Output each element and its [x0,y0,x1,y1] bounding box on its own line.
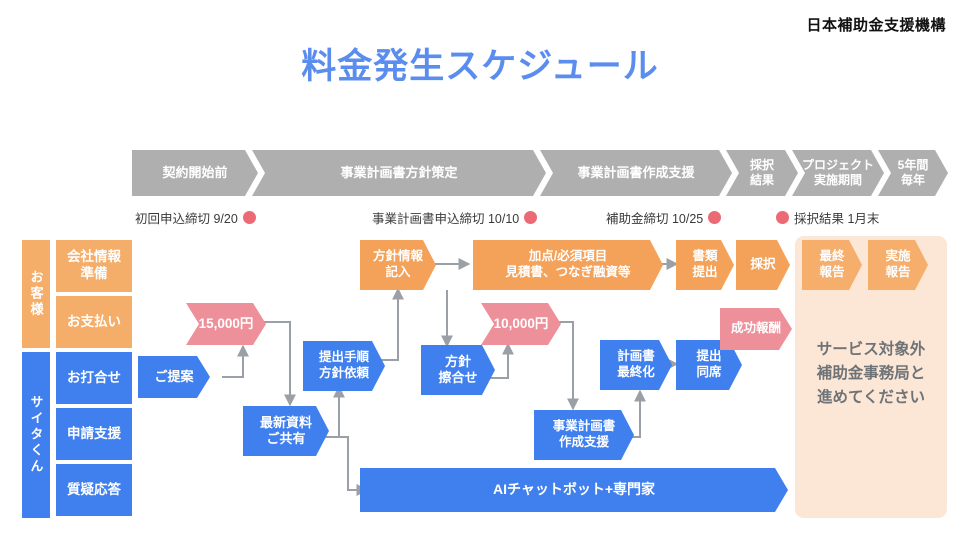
node-fee-15000[interactable]: 15,000円 [186,303,266,345]
node-label: 成功報酬 [730,321,781,336]
node-label: 15,000円 [198,315,254,331]
node-label: AIチャットボット+専門家 [492,481,656,498]
node-label-line1: 書類 [692,249,718,264]
milestone-label: 初回申込締切 9/20 [135,212,238,226]
phase-bar-plan-policy: 事業計画書方針策定 [252,150,546,196]
node-plan-creation-support[interactable]: 事業計画書 作成支援 [534,410,634,460]
milestone-label: 採択結果 1月末 [794,212,880,226]
node-label-line1: 計画書 [617,349,655,364]
node-label: ご提案 [154,368,194,384]
brand-logo: 日本補助金支援機構 [806,17,946,34]
lane-task-line1: お打合せ [67,369,121,385]
phase-bar-adoption-result: 採択 結果 [726,150,798,196]
lane-label-text: サイタくん [28,395,44,475]
phase-bar-contract-pre: 契約開始前 [132,150,258,196]
outside-scope-note: サービス対象外 補助金事務局と 進めてください [795,338,947,410]
node-adopted[interactable]: 採択 [736,240,790,290]
milestone-plan-application: 事業計画書申込締切 10/10 [372,208,538,227]
node-submission-procedure[interactable]: 提出手順 方針依頼 [303,341,385,391]
node-plan-finalization[interactable]: 計画書 最終化 [600,340,672,390]
lane-label-customer: お客様 [22,240,50,348]
lane-task-line1: お支払い [67,313,121,329]
node-latest-documents[interactable]: 最新資料 ご共有 [243,406,329,456]
milestone-label: 事業計画書申込締切 10/10 [372,212,520,226]
node-label-line1: 方針情報 [372,249,423,264]
node-label-line1: 加点/必須項目 [528,249,608,264]
phase-label-line2: 実施期間 [813,173,862,187]
node-policy-alignment[interactable]: 方針 擦合せ [421,345,495,395]
milestone-subsidy-deadline: 補助金締切 10/25 [606,208,722,227]
node-ai-chatbot-expert[interactable]: AIチャットボット+専門家 [360,468,788,512]
node-proposal[interactable]: ご提案 [138,356,210,398]
node-implementation-report[interactable]: 実施 報告 [868,240,928,290]
node-final-report[interactable]: 最終 報告 [802,240,862,290]
phase-label: 事業計画書方針策定 [340,164,458,180]
milestone-dot-icon [776,211,789,224]
phase-label-line1: 5年間 [897,158,929,172]
phase-label: 契約開始前 [162,164,228,180]
lane-task-meeting[interactable]: お打合せ [56,352,132,404]
node-label-line2: 擦合せ [438,370,478,385]
lane-label-text: お客様 [28,270,44,318]
node-label-line2: 提出 [692,265,718,279]
lane-label-saitakun: サイタくん [22,352,50,518]
phase-label-line1: プロジェクト [801,158,874,172]
lane-task-line1: 質疑応答 [67,481,121,497]
node-label: 10,000円 [493,315,549,331]
node-label-line1: 提出 [696,349,722,364]
node-document-submission[interactable]: 書類 提出 [676,240,734,290]
outside-note-line1: サービス対象外 [816,341,926,358]
phase-label: 事業計画書作成支援 [577,164,695,180]
node-label-line2: 最終化 [617,365,655,379]
milestone-label: 補助金締切 10/25 [606,212,704,226]
outside-note-line3: 進めてください [816,389,926,407]
node-label-line1: 事業計画書 [552,419,616,434]
outside-note-line2: 補助金事務局と [816,365,926,383]
phase-label-line1: 採択 [749,158,774,172]
node-label-line1: 最新資料 [259,414,312,430]
milestone-dot-icon [708,211,722,224]
node-label-line2: 同席 [696,365,722,379]
node-label-line2: 記入 [385,265,411,279]
node-label-line1: 実施 [885,249,911,264]
lane-task-company-info[interactable]: 会社情報 準備 [56,240,132,292]
milestone-adoption-result: 採択結果 1月末 [776,208,879,227]
lane-task-qa[interactable]: 質疑応答 [56,464,132,516]
lane-task-payment[interactable]: お支払い [56,296,132,348]
node-label-line2: 作成支援 [558,435,609,449]
node-label-line1: 方針 [444,353,471,369]
milestone-dot-icon [242,211,256,224]
node-success-fee[interactable]: 成功報酬 [720,308,792,350]
node-bonus-required-items[interactable]: 加点/必須項目 見積書、つなぎ融資等 [473,240,663,290]
node-label-line1: 提出手順 [318,350,369,365]
phase-label-line2: 毎年 [900,173,925,187]
milestone-dot-icon [524,211,538,224]
phase-bar-plan-creation: 事業計画書作成支援 [540,150,732,196]
lane-task-line1: 申請支援 [67,425,121,441]
node-fee-10000[interactable]: 10,000円 [481,303,561,345]
lane-task-line1: 会社情報 [67,249,121,265]
node-policy-info-entry[interactable]: 方針情報 記入 [360,240,436,290]
phase-bar-five-years: 5年間 毎年 [878,150,948,196]
node-label-line2: 見積書、つなぎ融資等 [505,265,631,279]
milestone-first-application: 初回申込締切 9/20 [135,208,256,227]
lane-task-application-support[interactable]: 申請支援 [56,408,132,460]
node-label-line2: 報告 [819,265,845,279]
node-label-line2: 方針依頼 [318,366,369,380]
node-label: 採択 [750,257,776,272]
page-title: 料金発生スケジュール [301,47,659,86]
node-label-line1: 最終 [819,249,845,264]
phase-label-line2: 結果 [749,173,774,187]
phase-bar-project-period: プロジェクト 実施期間 [792,150,884,196]
lane-task-line2: 準備 [80,266,108,281]
node-label-line2: ご共有 [266,431,306,446]
node-label-line2: 報告 [885,265,911,279]
